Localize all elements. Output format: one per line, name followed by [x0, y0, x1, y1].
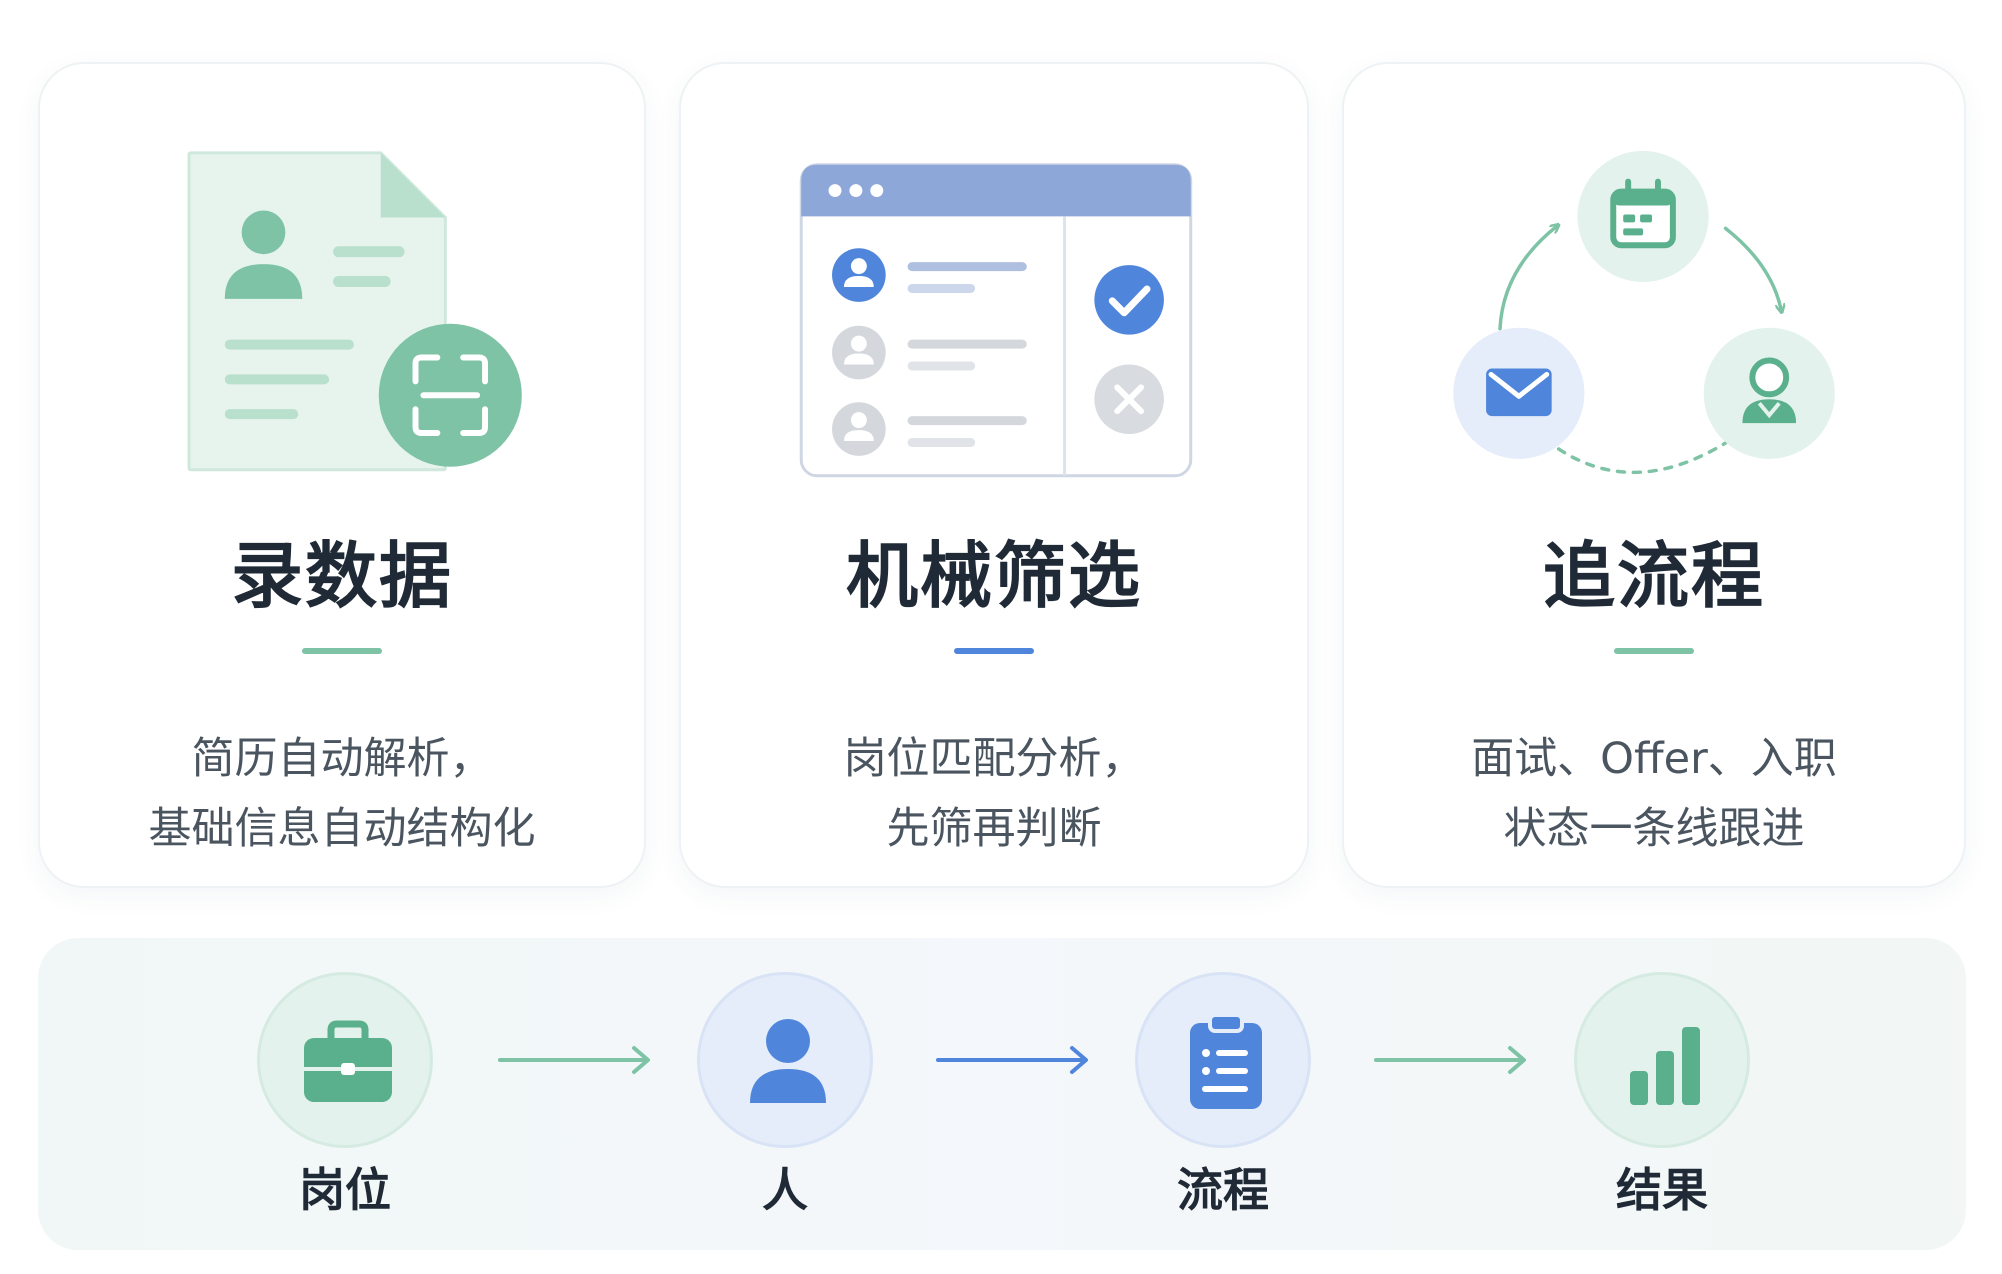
- title-divider: [954, 648, 1034, 654]
- flow-label: 结果: [1616, 1163, 1708, 1217]
- card-description: 面试、Offer、入职 状态一条线跟进: [1344, 724, 1964, 864]
- mail-icon: [1453, 327, 1585, 459]
- flow-label: 岗位: [299, 1163, 391, 1217]
- flow-node-person: [697, 972, 873, 1148]
- process-cycle-illustration: [1453, 150, 1835, 475]
- person-icon: [750, 1019, 826, 1103]
- description-line: 先筛再判断: [886, 804, 1102, 854]
- title-divider: [302, 648, 382, 654]
- person-icon: [1703, 327, 1835, 459]
- flow-panel: 岗位 人 流程: [38, 938, 1966, 1250]
- browser-window-icon: [799, 163, 1193, 478]
- screening-illustration: [799, 163, 1193, 478]
- card-title: 录数据: [230, 534, 453, 618]
- description-line: 岗位匹配分析，: [843, 734, 1145, 784]
- cross-icon: [1094, 364, 1164, 435]
- flow-arrow-icon: [498, 1046, 650, 1074]
- clipboard-icon: [1190, 1013, 1262, 1109]
- description-line: 基础信息自动结构化: [148, 804, 536, 854]
- card-mechanical-screening: 机械筛选 岗位匹配分析， 先筛再判断: [679, 62, 1309, 888]
- flow-node-result: [1574, 972, 1750, 1148]
- title-divider: [1614, 648, 1694, 654]
- flow-node-position: [257, 972, 433, 1148]
- flow-label: 流程: [1177, 1163, 1269, 1217]
- description-line: 面试、Offer、入职: [1471, 734, 1837, 784]
- card-description: 岗位匹配分析， 先筛再判断: [681, 724, 1307, 864]
- calendar-icon: [1577, 150, 1709, 283]
- description-line: 简历自动解析，: [191, 734, 493, 784]
- card-description: 简历自动解析， 基础信息自动结构化: [40, 724, 644, 864]
- briefcase-icon: [304, 1020, 392, 1102]
- card-title: 追流程: [1542, 534, 1765, 618]
- card-track-process: 追流程 面试、Offer、入职 状态一条线跟进: [1342, 62, 1966, 888]
- flow-arrow-icon: [1374, 1046, 1526, 1074]
- flow-node-process: [1135, 972, 1311, 1148]
- scan-icon: [378, 323, 522, 467]
- flow-arrow-icon: [936, 1046, 1088, 1074]
- checkmark-icon: [1094, 265, 1164, 335]
- card-record-data: 录数据 简历自动解析， 基础信息自动结构化: [38, 62, 646, 888]
- card-title: 机械筛选: [845, 534, 1142, 618]
- bar-chart-icon: [1630, 1027, 1700, 1105]
- description-line: 状态一条线跟进: [1503, 804, 1805, 854]
- flow-label: 人: [762, 1163, 808, 1217]
- resume-illustration: [187, 151, 522, 472]
